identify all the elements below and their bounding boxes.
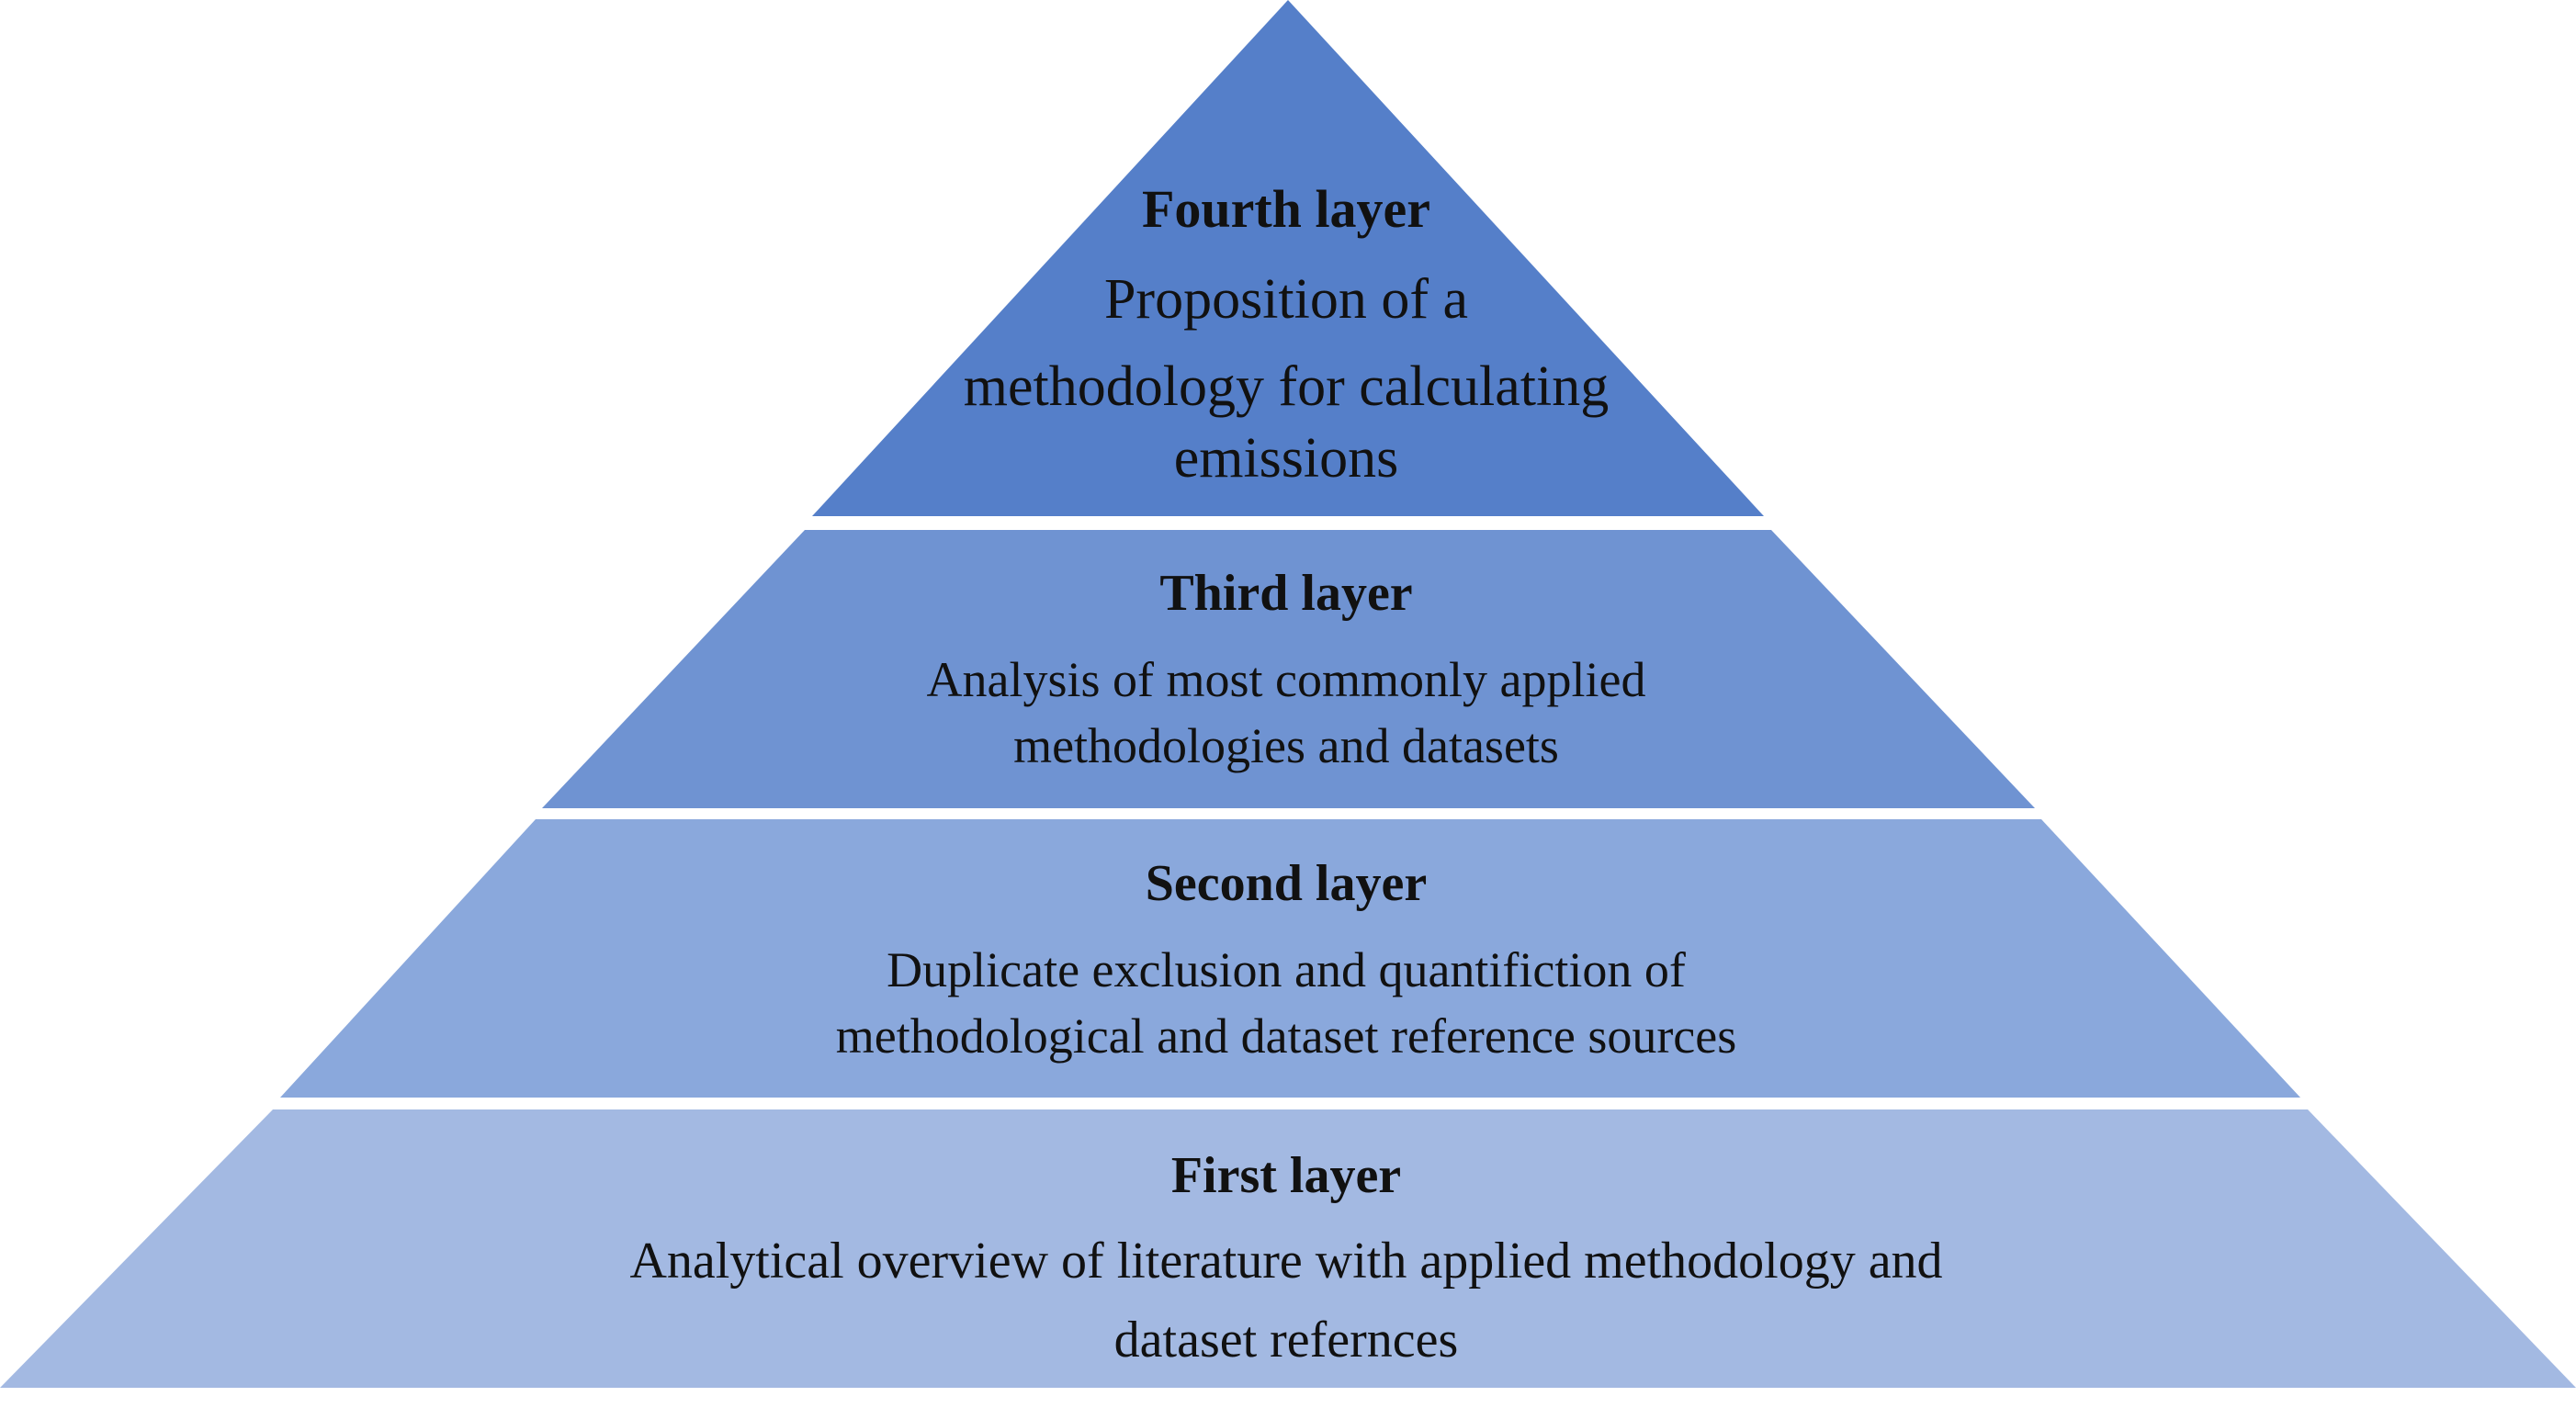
second-layer-text: Second layer Duplicate exclusion and qua… (551, 847, 2021, 1069)
fourth-layer-desc-line: Proposition of a (1103, 268, 1469, 331)
pyramid-layer-second (280, 819, 2300, 1098)
third-layer-title: Third layer (1159, 565, 1413, 622)
fourth-layer-desc-line: methodology for calculating (963, 355, 1610, 418)
third-layer-desc-line: methodologies and datasets (1013, 718, 1559, 773)
fourth-layer-text: Fourth layer Proposition of a methodolog… (827, 173, 1746, 490)
fourth-layer-title: Fourth layer (1141, 179, 1431, 239)
first-layer-desc-line: dataset refernces (1113, 1312, 1459, 1368)
third-layer-desc-line: Analysis of most commonly applied (926, 652, 1646, 707)
first-layer-description: Analytical overview of literature with a… (367, 1222, 2205, 1380)
third-layer-description: Analysis of most commonly applied method… (735, 647, 1837, 779)
fourth-layer-desc-line: emissions (1173, 427, 1399, 490)
first-layer-text: First layer Analytical overview of liter… (367, 1139, 2205, 1380)
third-layer-text: Third layer Analysis of most commonly ap… (735, 557, 1837, 779)
fourth-layer-description: Proposition of a methodology for calcula… (827, 263, 1746, 490)
second-layer-description: Duplicate exclusion and quantifiction of… (551, 937, 2021, 1069)
second-layer-desc-line: methodological and dataset reference sou… (835, 1008, 1737, 1064)
second-layer-desc-line: Duplicate exclusion and quantifiction of (887, 942, 1686, 997)
first-layer-title: First layer (1170, 1147, 1402, 1204)
pyramid-layer-first (0, 1109, 2576, 1388)
pyramid-layer-third (542, 530, 2035, 808)
first-layer-desc-line: Analytical overview of literature with a… (629, 1233, 1943, 1289)
pyramid-layer-fourth (812, 0, 1764, 516)
second-layer-title: Second layer (1145, 855, 1428, 912)
